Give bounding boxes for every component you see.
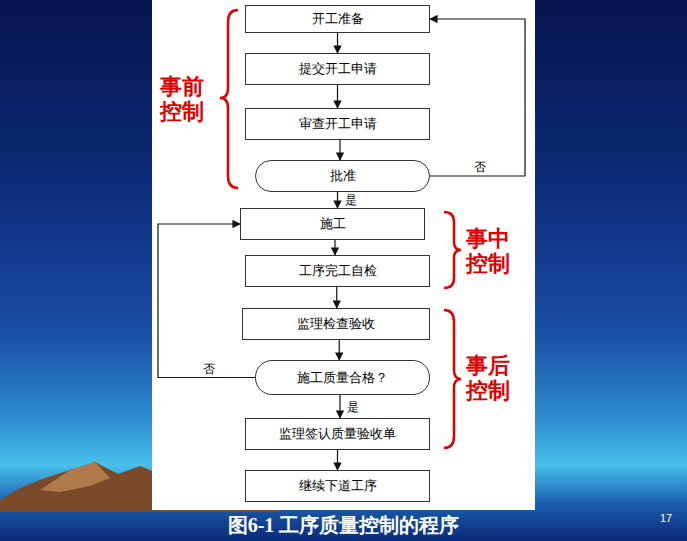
curly-bracket	[444, 212, 461, 288]
flow-arrow	[339, 140, 340, 160]
node-text: 施工质量合格？	[297, 369, 388, 387]
phase-label: 事前控制	[160, 74, 206, 125]
node-text: 审查开工申请	[299, 115, 377, 133]
phase-label: 事后控制	[466, 353, 512, 404]
flow-arrow	[334, 240, 335, 255]
mountain-highlight	[40, 462, 110, 492]
flow-arrow	[430, 19, 525, 176]
node-text: 开工准备	[312, 10, 364, 28]
flow-arrow	[337, 33, 338, 53]
curly-bracket	[220, 10, 238, 188]
edge-label: 是	[345, 400, 361, 414]
edge-label: 否	[201, 362, 217, 376]
flow-arrow	[337, 450, 338, 470]
flow-arrow	[336, 287, 337, 308]
process-box: 施工	[240, 208, 425, 240]
flow-arrow	[158, 224, 255, 378]
figure-caption: 图6-1 工序质量控制的程序	[0, 512, 687, 539]
node-text: 继续下道工序	[299, 477, 377, 495]
flow-arrow	[339, 340, 340, 360]
process-box: 审查开工申请	[245, 108, 430, 140]
flow-arrow	[337, 192, 338, 208]
node-text: 提交开工申请	[299, 60, 377, 78]
flow-arrow	[339, 395, 340, 418]
decision-terminal: 施工质量合格？	[255, 360, 430, 395]
node-text: 批准	[330, 167, 356, 185]
process-box: 开工准备	[245, 5, 430, 33]
process-box: 监理签认质量验收单	[245, 418, 430, 450]
node-text: 监理签认质量验收单	[279, 425, 396, 443]
curly-bracket	[444, 310, 461, 448]
edge-label: 否	[472, 160, 488, 174]
flow-arrow	[337, 85, 338, 108]
node-text: 工序完工自检	[299, 262, 377, 280]
process-box: 工序完工自检	[245, 255, 430, 287]
page-number: 17	[660, 512, 672, 524]
node-text: 监理检查验收	[297, 315, 375, 333]
edge-label: 是	[343, 193, 359, 207]
node-text: 施工	[320, 215, 346, 233]
process-box: 继续下道工序	[245, 470, 430, 502]
decision-terminal: 批准	[255, 160, 430, 192]
phase-label: 事中控制	[466, 226, 512, 277]
process-box: 提交开工申请	[245, 53, 430, 85]
process-box: 监理检查验收	[242, 308, 430, 340]
